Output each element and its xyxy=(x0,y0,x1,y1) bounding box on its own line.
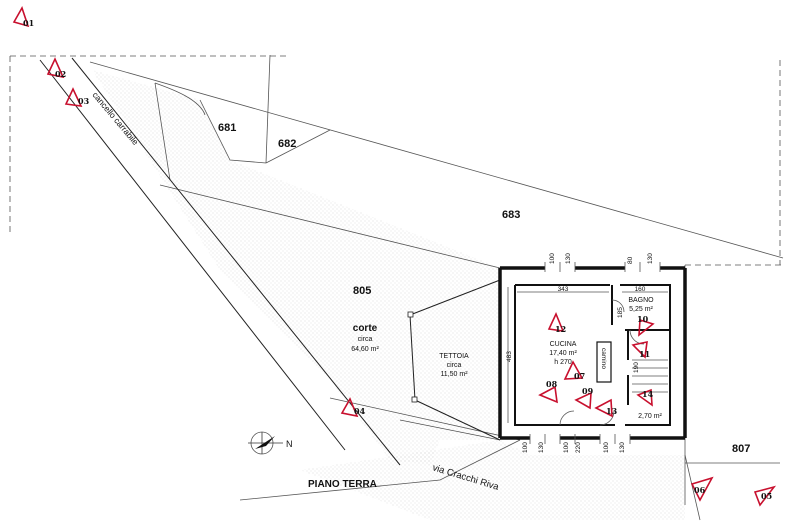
canopy xyxy=(407,279,501,441)
svg-text:05: 05 xyxy=(761,491,772,501)
dim-bath-width: 160 xyxy=(635,286,646,293)
svg-text:14: 14 xyxy=(642,389,654,399)
photo-marker-05[interactable]: 05 xyxy=(753,485,777,507)
photo-marker-03[interactable]: 03 xyxy=(64,87,90,107)
kitchen-area: 17,40 m² xyxy=(549,350,577,357)
dim-bot-100a: 100 xyxy=(522,442,529,453)
courtyard-area xyxy=(92,70,500,465)
dim-bot-100c: 100 xyxy=(603,442,610,453)
photo-marker-10[interactable]: 10 xyxy=(637,314,655,337)
bath-title: BAGNO xyxy=(628,297,654,304)
north-label: N xyxy=(286,439,293,449)
courtyard-circa: circa xyxy=(358,336,373,343)
svg-text:13: 13 xyxy=(606,406,618,416)
road-lines xyxy=(39,57,521,501)
kitchen-height: h 270 xyxy=(554,359,572,366)
svg-text:12: 12 xyxy=(555,324,566,334)
dim-bot-130a: 130 xyxy=(538,442,545,453)
building-walls xyxy=(498,262,687,444)
canopy-circa: circa xyxy=(447,362,462,369)
svg-text:03: 03 xyxy=(78,96,90,106)
photo-marker-08[interactable]: 08 xyxy=(538,379,558,404)
boundary-dashed xyxy=(9,55,785,266)
canopy-title: TETTOIA xyxy=(439,353,469,360)
courtyard-title: corte xyxy=(353,323,378,334)
svg-text:07: 07 xyxy=(574,371,585,381)
courtyard-area: 64,60 m² xyxy=(351,346,379,353)
dim-bot-100b: 100 xyxy=(563,442,570,453)
dim-bot-130b: 130 xyxy=(619,442,626,453)
parcel-805: 805 xyxy=(353,285,371,297)
parcel-807: 807 xyxy=(732,443,750,455)
svg-text:10: 10 xyxy=(637,314,649,324)
svg-text:06: 06 xyxy=(694,485,706,495)
svg-text:08: 08 xyxy=(546,379,558,389)
photo-marker-01[interactable]: 01 xyxy=(12,6,34,28)
photo-marker-14[interactable]: 14 xyxy=(636,388,654,407)
svg-text:01: 01 xyxy=(23,18,34,28)
photo-marker-07[interactable]: 07 xyxy=(563,360,585,381)
svg-text:04: 04 xyxy=(354,406,366,416)
parcel-681: 681 xyxy=(218,122,236,134)
dim-kitchen-width: 343 xyxy=(558,286,569,293)
dim-kitchen-depth: 483 xyxy=(506,351,513,362)
dim-top-130a: 130 xyxy=(565,253,572,264)
fireplace-label: camino xyxy=(600,348,607,369)
dim-top-130b: 130 xyxy=(647,253,654,264)
north-arrow-icon xyxy=(248,431,283,455)
dim-bath-185: 185 xyxy=(617,307,624,318)
floor-name: PIANO TERRA xyxy=(308,479,377,490)
photo-marker-06[interactable]: 06 xyxy=(690,476,714,502)
photo-marker-12[interactable]: 12 xyxy=(547,312,566,334)
dim-top-80: 80 xyxy=(627,256,634,264)
photo-marker-02[interactable]: 02 xyxy=(46,57,66,79)
canopy-area: 11,50 m² xyxy=(440,371,468,378)
parcel-682: 682 xyxy=(278,138,296,150)
kitchen-title: CUCINA xyxy=(550,341,577,348)
photo-marker-09[interactable]: 09 xyxy=(574,386,594,410)
parcel-683: 683 xyxy=(502,209,520,221)
dim-bot-220: 220 xyxy=(575,442,582,453)
photo-marker-11[interactable]: 11 xyxy=(631,340,650,359)
bath-area: 5,25 m² xyxy=(629,306,653,313)
svg-text:09: 09 xyxy=(582,386,594,396)
dim-top-100a: 100 xyxy=(549,253,556,264)
photo-marker-13[interactable]: 13 xyxy=(594,398,618,418)
svg-text:02: 02 xyxy=(55,69,66,79)
small-room-area: 2,70 m² xyxy=(638,413,662,420)
dim-stair-190: 190 xyxy=(633,362,640,373)
svg-text:11: 11 xyxy=(639,349,650,359)
photo-marker-04[interactable]: 04 xyxy=(340,397,366,418)
